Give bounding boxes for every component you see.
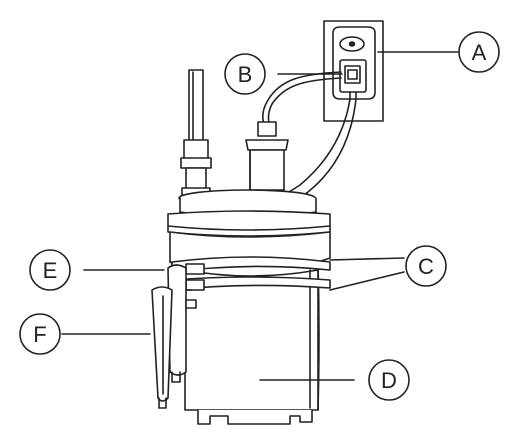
- callout-a-label: A: [472, 40, 487, 65]
- callout-a: [458, 31, 500, 73]
- callout-c-label: C: [418, 254, 434, 279]
- pump-basin: [169, 231, 331, 425]
- callout-d: [368, 359, 410, 401]
- callout-d-label: D: [381, 368, 397, 393]
- callout-leaders: [61, 51, 459, 381]
- callout-e-label: E: [43, 258, 58, 283]
- callout-b-label: B: [238, 62, 253, 87]
- callout-e: [29, 249, 71, 291]
- callout-c: [405, 245, 447, 287]
- callout-b: [224, 53, 266, 95]
- callout-f-label: F: [33, 322, 46, 347]
- power-plug: [339, 59, 367, 99]
- vent-pipe: [180, 69, 212, 199]
- basin-lid: [167, 189, 331, 237]
- discharge-fitting: [245, 121, 289, 191]
- callout-f: [19, 313, 61, 355]
- level-probe: [151, 286, 173, 409]
